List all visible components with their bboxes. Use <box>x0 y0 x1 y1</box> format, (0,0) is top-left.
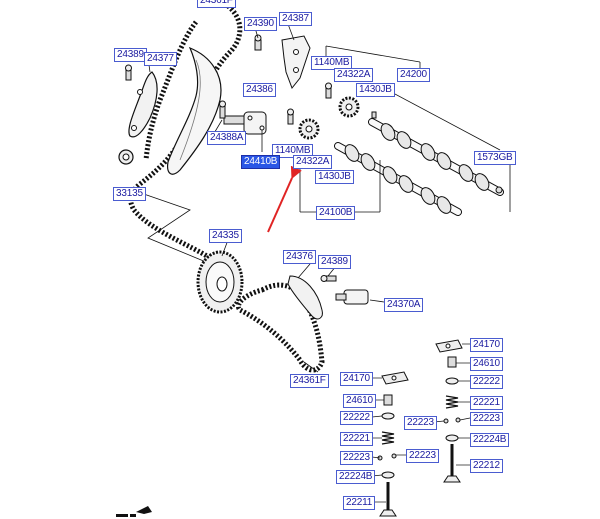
part-label-24361f-bottom[interactable]: 24361F <box>290 374 329 388</box>
part-label-24335[interactable]: 24335 <box>209 229 242 243</box>
collet-22223 <box>377 417 461 461</box>
part-label-1140mb-upper[interactable]: 1140MB <box>311 56 353 70</box>
upper-timing-chain <box>128 4 243 277</box>
part-label-1573gb[interactable]: 1573GB <box>474 151 516 165</box>
part-label-1430jb-mid[interactable]: 1430JB <box>315 170 354 184</box>
bracket-24387 <box>281 35 311 89</box>
part-label-24200[interactable]: 24200 <box>397 68 430 82</box>
upper-chain-left-run <box>143 20 198 161</box>
part-label-24370a[interactable]: 24370A <box>384 298 424 312</box>
bolt-24389-upper <box>125 64 132 81</box>
part-label-22221-left[interactable]: 22221 <box>340 432 373 446</box>
rocker-arm-24170-left <box>381 371 409 385</box>
lash-adjuster-24610-right <box>447 356 457 368</box>
tensioner-24410b <box>223 111 267 135</box>
part-label-24322a-upper[interactable]: 24322A <box>334 68 374 82</box>
chain-guide-24386 <box>167 46 222 175</box>
retainer-22222-right <box>445 377 459 385</box>
camshaft-24200 <box>368 118 504 196</box>
camshaft-24100b <box>334 142 462 216</box>
valve-22212 <box>443 444 461 483</box>
guide-24376 <box>287 275 323 320</box>
pin-1430jb <box>371 111 377 119</box>
leader-33135 <box>137 191 207 263</box>
part-label-24387[interactable]: 24387 <box>279 12 312 26</box>
part-label-24610-right[interactable]: 24610 <box>470 357 503 371</box>
front-arrow-icon <box>116 506 152 517</box>
bolt-24390 <box>254 34 262 51</box>
seat-22224b-right <box>445 434 459 442</box>
part-label-22223-c[interactable]: 22223 <box>340 451 373 465</box>
part-label-22223-a[interactable]: 22223 <box>404 416 437 430</box>
part-label-24389-mid[interactable]: 24389 <box>318 255 351 269</box>
part-label-22222-left[interactable]: 22222 <box>340 411 373 425</box>
part-label-22224b-left[interactable]: 22224B <box>336 470 376 484</box>
part-label-22223-d[interactable]: 22223 <box>406 449 439 463</box>
part-label-24389-upper[interactable]: 24389 <box>114 48 147 62</box>
seat-22224b-left <box>381 471 395 479</box>
part-label-24386[interactable]: 24386 <box>243 83 276 97</box>
part-label-24410b[interactable]: 24410B <box>241 155 281 169</box>
spring-22221-right <box>445 395 459 409</box>
part-label-22223-b[interactable]: 22223 <box>470 412 503 426</box>
part-label-1140mb-mid[interactable]: 1140MB <box>272 144 314 158</box>
chain-guide-24377 <box>128 71 158 138</box>
part-label-24388a[interactable]: 24388A <box>207 131 247 145</box>
part-label-22224b-right[interactable]: 22224B <box>470 433 510 447</box>
red-arrow <box>267 165 302 233</box>
crank-sprocket-24335 <box>196 250 244 314</box>
valve-22211 <box>379 482 397 517</box>
part-label-22212[interactable]: 22212 <box>470 459 503 473</box>
spring-22221-left <box>381 431 395 445</box>
tensioner-24370a <box>335 289 369 305</box>
part-label-24100b[interactable]: 24100B <box>316 206 356 220</box>
bolt-24389-mid <box>320 275 337 282</box>
bolt-1140mb-upper <box>325 82 332 99</box>
bolt-24388a <box>219 100 226 119</box>
lash-adjuster-24610-left <box>383 394 393 406</box>
part-label-33135[interactable]: 33135 <box>113 187 146 201</box>
part-label-24610-left[interactable]: 24610 <box>343 394 376 408</box>
part-label-22221-right[interactable]: 22221 <box>470 396 503 410</box>
part-label-24322a-mid[interactable]: 24322A <box>293 155 333 169</box>
retainer-22222-left <box>381 412 395 420</box>
rocker-arm-24170-right <box>435 339 463 353</box>
part-label-24170-right[interactable]: 24170 <box>470 338 503 352</box>
part-label-22211[interactable]: 22211 <box>343 496 376 510</box>
part-label-22222-right[interactable]: 22222 <box>470 375 503 389</box>
part-label-24170-left[interactable]: 24170 <box>340 372 373 386</box>
part-label-24377[interactable]: 24377 <box>144 52 177 66</box>
bolt-1140mb-mid <box>287 108 294 125</box>
part-label-1430jb-upper[interactable]: 1430JB <box>356 83 395 97</box>
part-label-24376[interactable]: 24376 <box>283 250 316 264</box>
part-label-24361f-top[interactable]: 24361F <box>197 0 236 8</box>
part-label-24390[interactable]: 24390 <box>244 17 277 31</box>
